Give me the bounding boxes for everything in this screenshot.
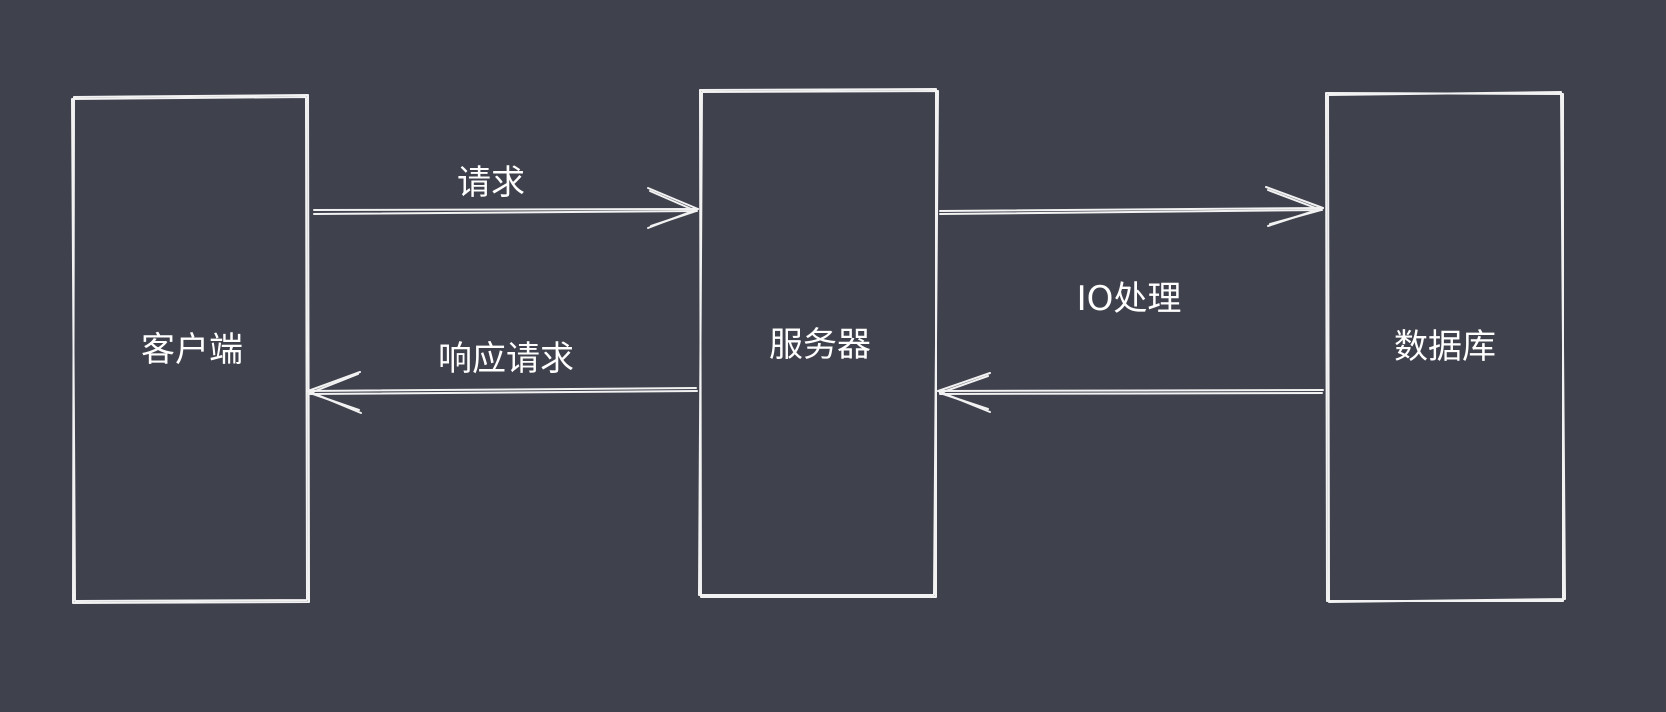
database-label: 数据库 xyxy=(1394,327,1496,367)
io-label-prefix: IO xyxy=(1076,279,1114,319)
io-label-text: 处理 xyxy=(1113,279,1182,319)
io-request-arrow xyxy=(939,186,1324,227)
response-arrow xyxy=(307,371,698,414)
server-box xyxy=(698,88,939,598)
request-arrow xyxy=(313,187,699,229)
io-response-arrow xyxy=(937,372,1324,413)
database-box xyxy=(1325,91,1566,603)
response-label: 响应请求 xyxy=(438,339,574,379)
io-label: IO处理 xyxy=(1077,279,1182,319)
server-label: 服务器 xyxy=(769,325,871,365)
request-label: 请求 xyxy=(457,163,525,203)
client-label: 客户端 xyxy=(141,330,243,370)
client-box xyxy=(71,94,310,604)
